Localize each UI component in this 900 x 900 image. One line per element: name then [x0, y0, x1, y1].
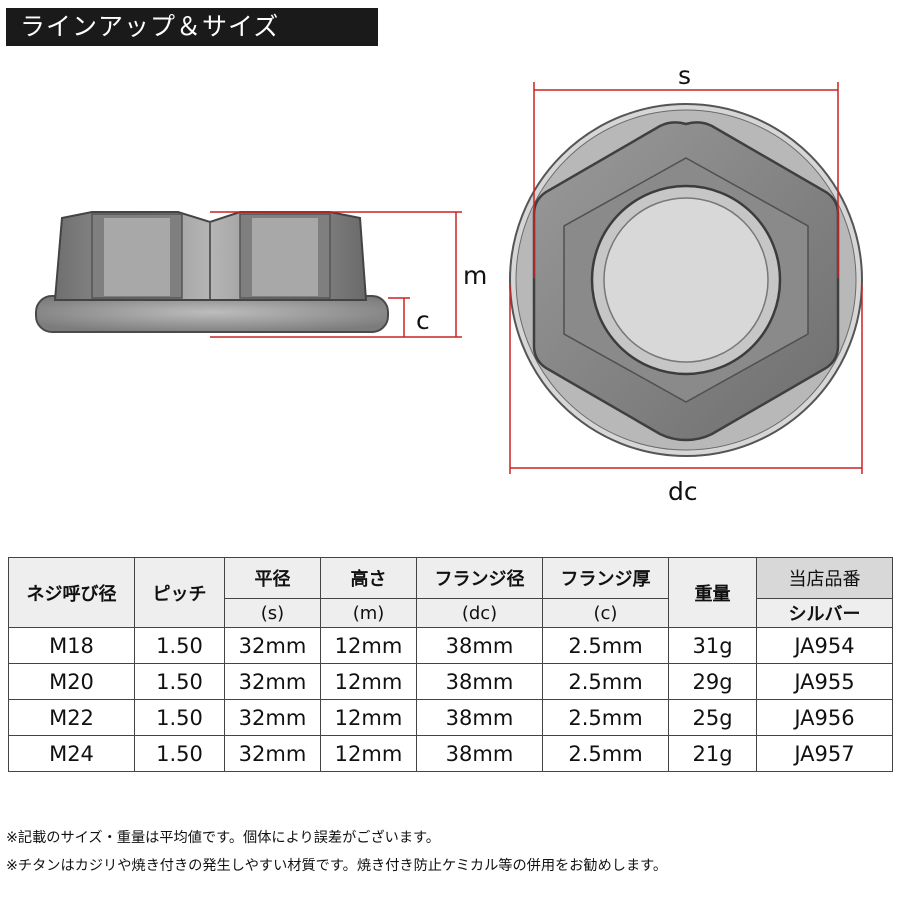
note-line: ※記載のサイズ・重量は平均値です。個体により誤差がございます。: [6, 830, 440, 846]
cell-height: 12mm: [320, 627, 417, 664]
spec-table: ネジ呼び径 ピッチ 平径 高さ フランジ径 フランジ厚 重量 当店品番 (s) …: [8, 557, 893, 772]
notes: ※記載のサイズ・重量は平均値です。個体により誤差がございます。 ※チタンはカジリ…: [6, 824, 896, 880]
nut-side-view: [35, 211, 389, 333]
cell-width: 32mm: [224, 699, 321, 736]
table-row: M22 1.50 32mm 12mm 38mm 2.5mm 25g JA956: [8, 699, 893, 736]
cell-weight: 21g: [668, 735, 757, 772]
table-row: M18 1.50 32mm 12mm 38mm 2.5mm 31g JA954: [8, 627, 893, 664]
cell-flange-dia: 38mm: [416, 699, 543, 736]
cell-height: 12mm: [320, 663, 417, 700]
cell-thread: M24: [8, 735, 135, 772]
cell-flange-dia: 38mm: [416, 663, 543, 700]
section-title: ラインアップ＆サイズ: [20, 12, 280, 41]
cell-height: 12mm: [320, 699, 417, 736]
cell-flange-thk: 2.5mm: [542, 663, 669, 700]
nut-top-view: [509, 103, 863, 457]
cell-thread: M22: [8, 699, 135, 736]
cell-weight: 25g: [668, 699, 757, 736]
cell-flange-dia: 38mm: [416, 735, 543, 772]
nut-dimension-diagram: m c s dc: [35, 61, 863, 506]
col-height-sub: (m): [320, 598, 417, 628]
cell-height: 12mm: [320, 735, 417, 772]
cell-width: 32mm: [224, 735, 321, 772]
top-dimension-lines: [509, 82, 863, 474]
col-shop-no: 当店品番: [756, 557, 893, 599]
flange-side: [35, 295, 389, 333]
cell-pitch: 1.50: [134, 735, 225, 772]
cell-weight: 31g: [668, 627, 757, 664]
cell-pitch: 1.50: [134, 663, 225, 700]
cell-thread: M20: [8, 663, 135, 700]
table-row: M24 1.50 32mm 12mm 38mm 2.5mm 21g JA957: [8, 735, 893, 772]
cell-code: JA957: [756, 735, 893, 772]
col-weight: 重量: [668, 557, 757, 628]
col-width: 平径: [224, 557, 321, 599]
cell-code: JA955: [756, 663, 893, 700]
cell-width: 32mm: [224, 663, 321, 700]
cell-weight: 29g: [668, 663, 757, 700]
flange-thickness-label-c: c: [416, 306, 430, 335]
col-silver: シルバー: [756, 598, 893, 628]
col-thread: ネジ呼び径: [8, 557, 135, 628]
cell-pitch: 1.50: [134, 627, 225, 664]
section-title-banner: ラインアップ＆サイズ: [6, 8, 378, 46]
cell-flange-thk: 2.5mm: [542, 627, 669, 664]
width-label-s: s: [678, 61, 691, 90]
col-flange-thk-sub: (c): [542, 598, 669, 628]
table-row: M20 1.50 32mm 12mm 38mm 2.5mm 29g JA955: [8, 663, 893, 700]
cell-thread: M18: [8, 627, 135, 664]
cell-flange-dia: 38mm: [416, 627, 543, 664]
col-flange-dia: フランジ径: [416, 557, 543, 599]
cell-flange-thk: 2.5mm: [542, 735, 669, 772]
cell-width: 32mm: [224, 627, 321, 664]
cell-pitch: 1.50: [134, 699, 225, 736]
cell-code: JA954: [756, 627, 893, 664]
cell-code: JA956: [756, 699, 893, 736]
col-flange-thk: フランジ厚: [542, 557, 669, 599]
col-height: 高さ: [320, 557, 417, 599]
height-label-m: m: [463, 261, 487, 290]
col-width-sub: (s): [224, 598, 321, 628]
note-line: ※チタンはカジリや焼き付きの発生しやすい材質です。焼き付き防止ケミカル等の併用を…: [6, 858, 668, 874]
flange-diameter-label-dc: dc: [668, 477, 698, 506]
side-dimension-lines: [210, 211, 462, 338]
col-flange-dia-sub: (dc): [416, 598, 543, 628]
cell-flange-thk: 2.5mm: [542, 699, 669, 736]
col-pitch: ピッチ: [134, 557, 225, 628]
